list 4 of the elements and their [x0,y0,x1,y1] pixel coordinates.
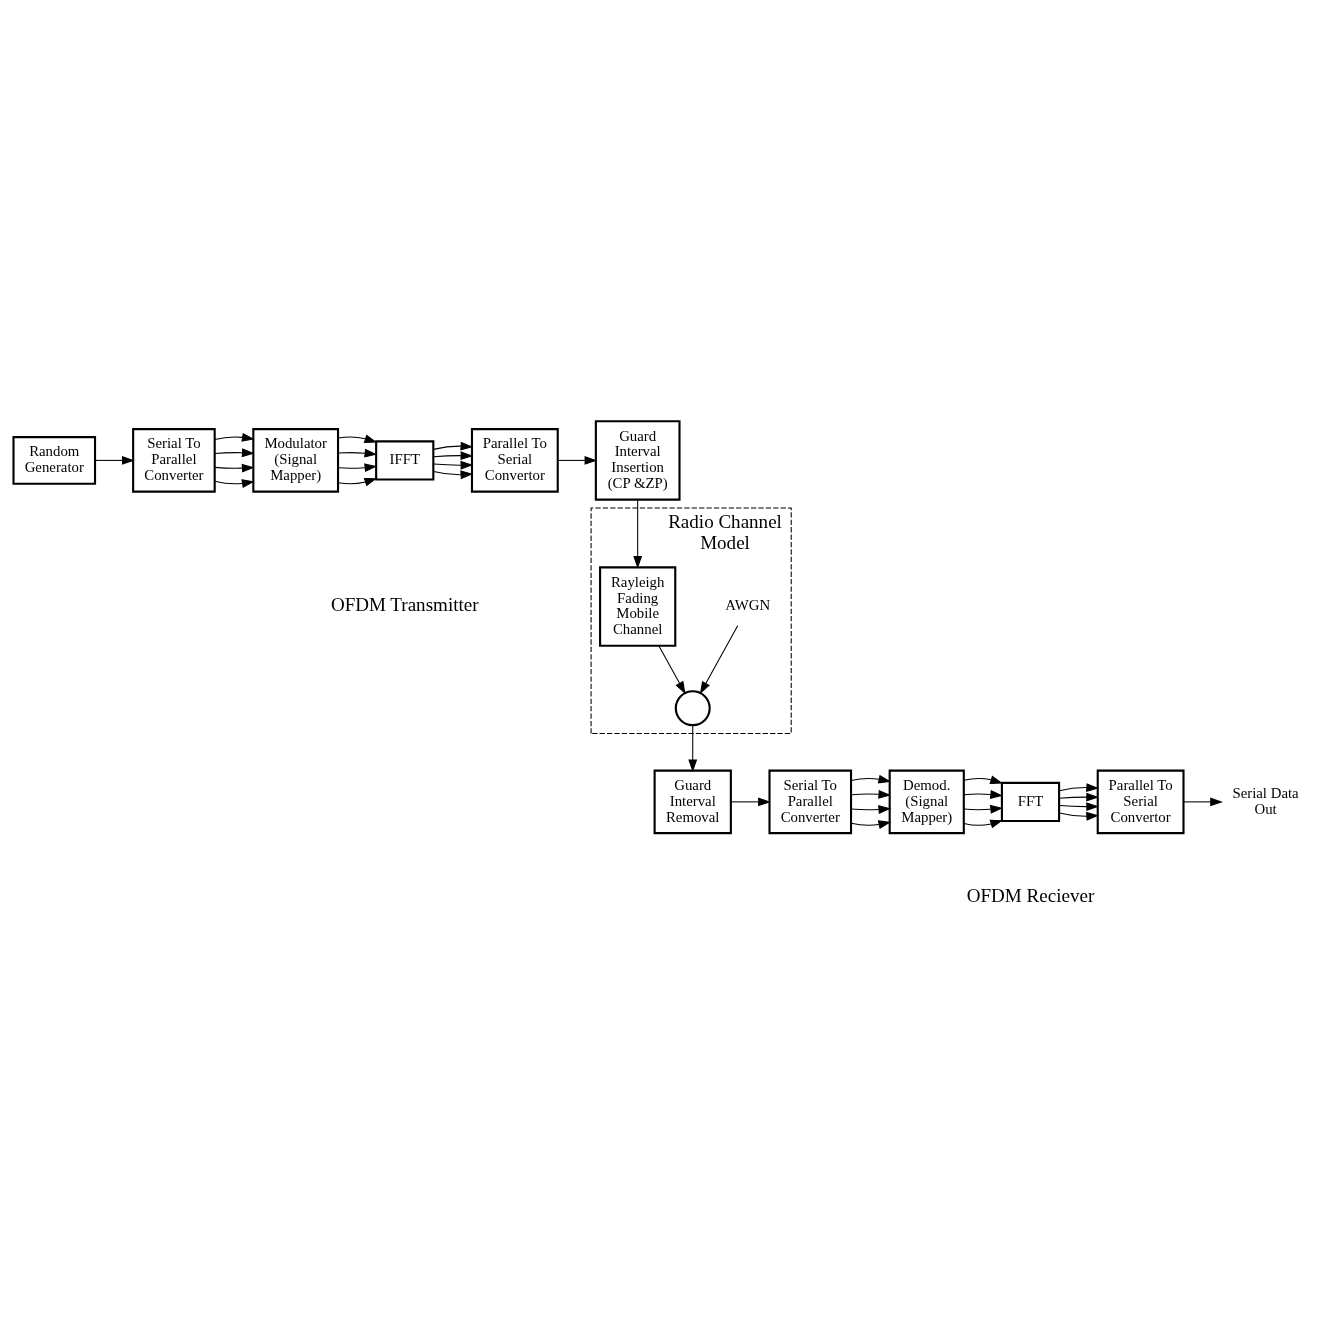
label: OFDM Reciever [966,884,1095,906]
label: OFDM Transmitter [330,593,479,615]
node-text: AWGN [725,596,771,613]
node-text: Serial Data Out [1232,784,1299,817]
